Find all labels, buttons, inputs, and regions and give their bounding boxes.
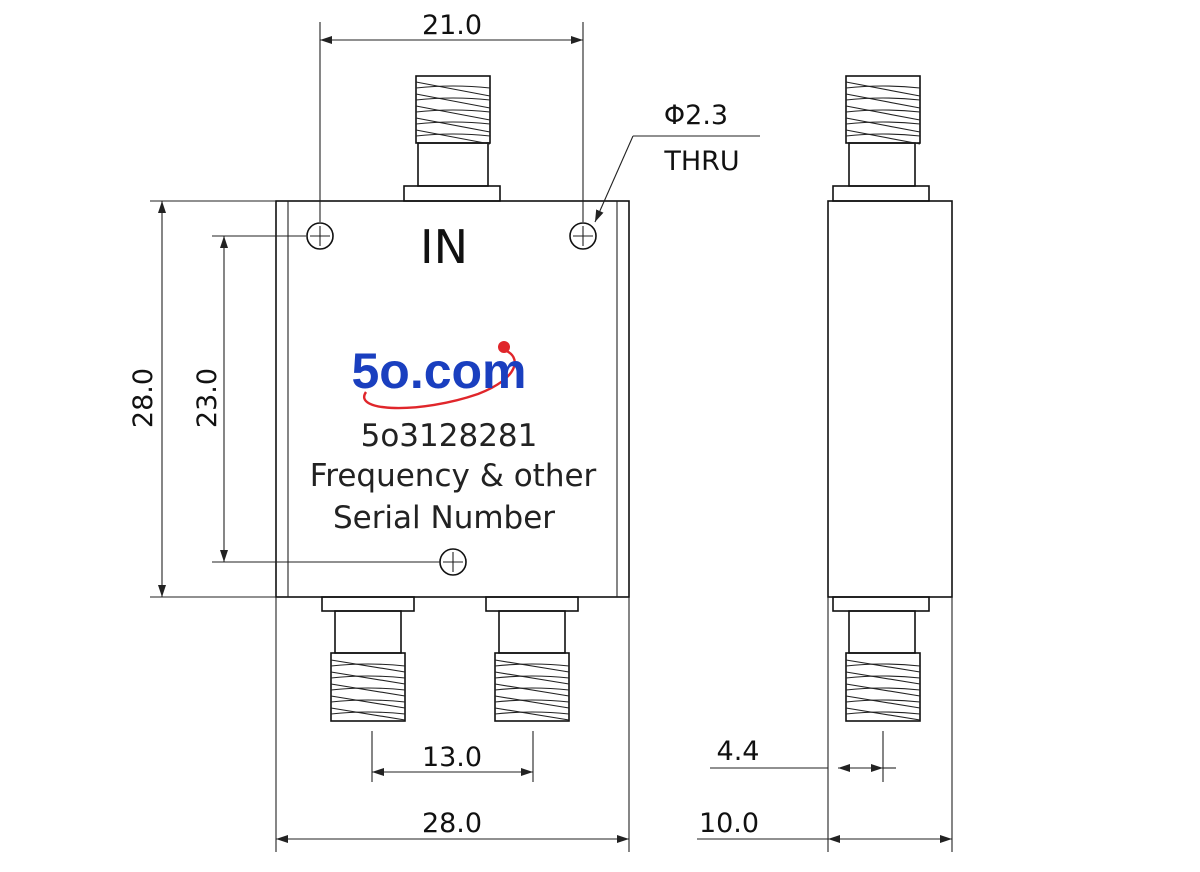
side-body <box>827 200 953 598</box>
hole-spec-diameter: Φ2.3 <box>664 100 728 131</box>
port-in-label: IN <box>420 220 468 274</box>
dim-output-spacing: 13.0 <box>371 731 534 782</box>
brand-logo: 5o.com <box>351 341 527 410</box>
mounting-hole-bottom <box>439 548 467 576</box>
output-connector-1 <box>321 596 415 722</box>
input-connector <box>403 75 501 202</box>
dim-hole-spacing-top: 21.0 <box>319 10 584 222</box>
dim-body-width: 28.0 <box>275 597 630 852</box>
front-view: IN 5o.com 5o3128281 Frequency & other Se… <box>275 75 630 722</box>
dim-body-height-text: 28.0 <box>128 368 159 428</box>
part-number: 5o3128281 <box>361 418 538 454</box>
mounting-hole-top-right <box>569 222 597 250</box>
side-view <box>827 75 953 722</box>
dim-body-height: 28.0 <box>128 200 276 598</box>
output-connector-2 <box>485 596 579 722</box>
dim-side-offset: 4.4 <box>710 597 896 852</box>
dim-body-depth-text: 10.0 <box>699 808 759 839</box>
info-line-2: Serial Number <box>333 500 555 536</box>
hole-callout: Φ2.3 THRU <box>594 100 760 223</box>
dim-output-spacing-text: 13.0 <box>422 742 482 773</box>
dim-hole-spacing-vertical: 23.0 <box>192 235 440 563</box>
info-line-1: Frequency & other <box>310 458 597 494</box>
dim-hole-spacing-top-text: 21.0 <box>422 10 482 41</box>
dim-hole-spacing-vertical-text: 23.0 <box>192 368 223 428</box>
dim-body-width-text: 28.0 <box>422 808 482 839</box>
dim-body-depth: 10.0 <box>697 597 953 852</box>
brand-name: 5o.com <box>351 343 526 399</box>
dim-side-offset-text: 4.4 <box>717 736 760 767</box>
mounting-hole-top-left <box>306 222 334 250</box>
hole-spec-thru: THRU <box>663 146 739 177</box>
